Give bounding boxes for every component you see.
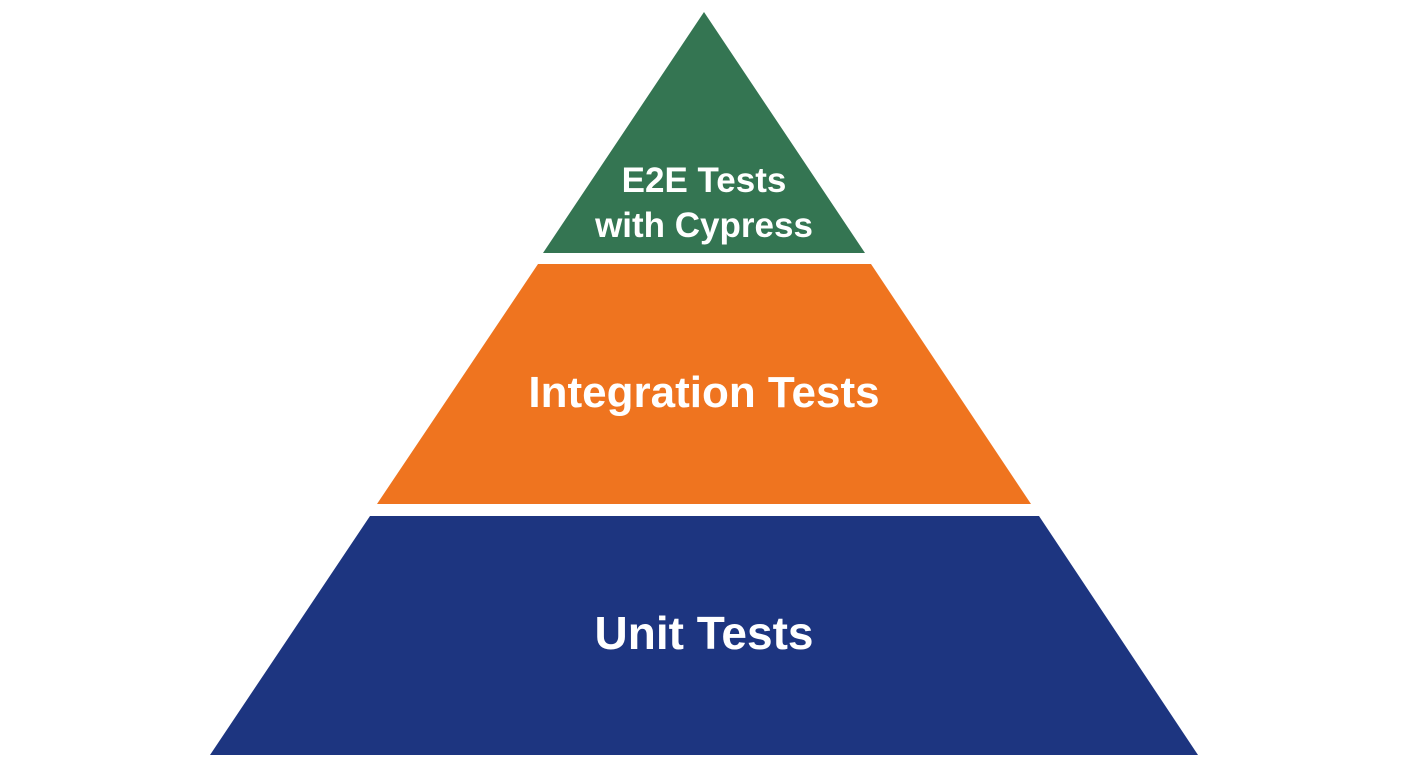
- tier-integration-label: Integration Tests: [528, 368, 879, 417]
- tier-integration-shape: [377, 264, 1031, 504]
- tier-unit-shape: [210, 516, 1198, 755]
- tier-e2e-label-line1: E2E Tests: [622, 161, 787, 200]
- tier-e2e-shape: [543, 12, 865, 253]
- tier-unit-label: Unit Tests: [595, 607, 814, 659]
- tier-e2e-label-line2: with Cypress: [594, 206, 813, 245]
